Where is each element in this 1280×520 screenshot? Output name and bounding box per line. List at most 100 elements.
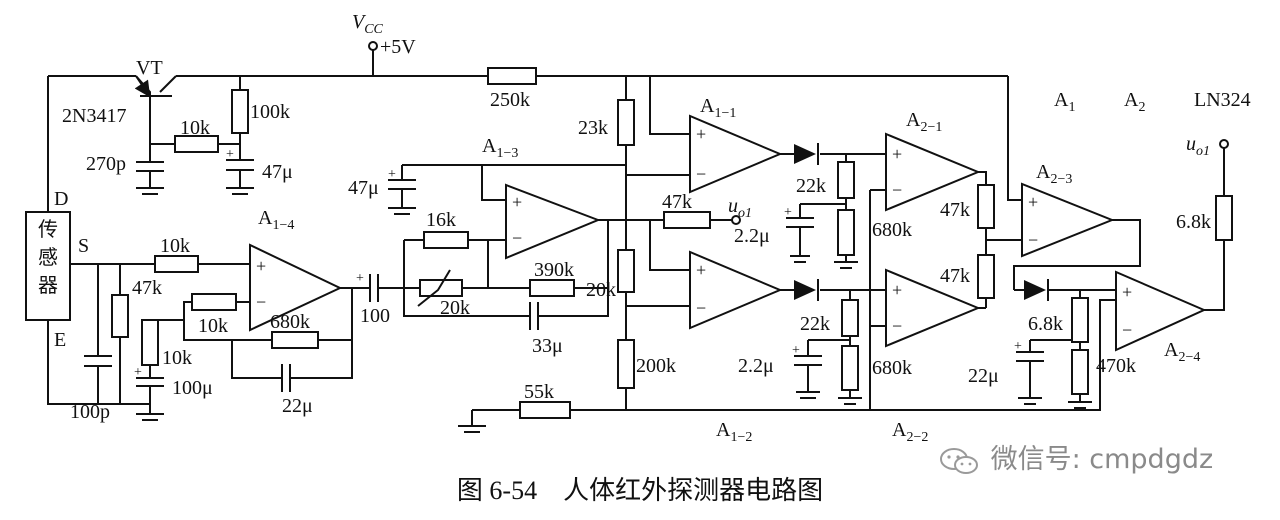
resistor-16k	[423, 231, 469, 249]
label-r-6k8-out: 6.8k	[1176, 211, 1211, 233]
label-r-16k: 16k	[426, 209, 456, 231]
capacitor-33u	[529, 302, 546, 330]
resistor-55k	[519, 401, 571, 419]
label-a2-4: A2−4	[1164, 339, 1200, 365]
ground-icon	[136, 187, 164, 195]
label-c-33u: 33μ	[532, 335, 563, 357]
label-r-680k-1: 680k	[872, 219, 912, 241]
ground-icon	[790, 255, 810, 263]
label-c-47u-left: 47μ	[348, 177, 379, 199]
resistor-680k-2	[841, 345, 859, 391]
resistor-47k-a	[977, 184, 995, 229]
watermark-text: 微信号: cmpdgdz	[990, 444, 1214, 475]
resistors	[111, 67, 1233, 419]
transistor-name: VT	[136, 57, 163, 79]
resistor-680k-1	[837, 209, 855, 256]
resistor-10k-sensor	[154, 255, 199, 273]
capacitor-22u-out	[1016, 351, 1044, 370]
sensor-pin-s: S	[78, 235, 89, 257]
label-c-22u-fb: 22μ	[282, 395, 313, 417]
uo1-label-mid: uo1	[728, 195, 752, 221]
ground-icon	[1068, 401, 1092, 409]
resistor-100k	[231, 89, 249, 134]
capacitor-2u2-1	[786, 217, 814, 236]
label-r-22k-2: 22k	[800, 313, 830, 335]
uo1-terminal-out	[1219, 139, 1229, 149]
ground-icon	[838, 397, 862, 405]
sensor-pin-d: D	[54, 188, 68, 210]
resistor-47k-b	[977, 254, 995, 299]
vcc-label: VCC	[352, 11, 384, 37]
svg-text:+: +	[388, 167, 396, 182]
svg-text:−: −	[256, 292, 266, 312]
opamp-a1-1	[689, 114, 783, 194]
opamp-a2-1	[885, 132, 981, 212]
svg-text:−: −	[696, 298, 706, 318]
resistor-390k	[529, 279, 575, 297]
svg-text:−: −	[512, 228, 522, 248]
diodes	[794, 143, 1049, 301]
resistor-10k-top	[174, 135, 219, 153]
ground-icon	[834, 261, 858, 269]
svg-text:+: +	[892, 144, 902, 164]
resistor-10k-feedback	[191, 293, 237, 311]
vcc-voltage: +5V	[380, 36, 416, 58]
label-r-22k-1: 22k	[796, 175, 826, 197]
label-a2-1: A2−1	[906, 109, 942, 135]
label-c-100p: 100p	[70, 401, 110, 423]
svg-text:+: +	[784, 205, 792, 220]
diode-icon	[794, 280, 816, 300]
capacitor-2u2-2	[794, 355, 822, 374]
capacitor-270p	[136, 161, 164, 180]
label-a2-3: A2−3	[1036, 161, 1072, 187]
capacitor-100	[369, 274, 384, 302]
wechat-icon	[940, 447, 978, 474]
svg-text:+: +	[256, 256, 266, 276]
transistor-vt	[134, 75, 172, 98]
label-a1-4: A1−4	[258, 207, 294, 233]
resistor-6k8-out	[1215, 195, 1233, 241]
grounds	[136, 187, 1092, 433]
sensor-box	[25, 211, 71, 321]
ground-icon	[1018, 397, 1042, 405]
potentiometer-20k	[419, 279, 463, 297]
svg-text:+: +	[1014, 339, 1022, 354]
sensor: 传 感 器	[25, 211, 86, 321]
capacitor-22u-feedback	[281, 364, 298, 392]
label-a1-1: A1−1	[700, 95, 736, 121]
watermark: 微信号: cmpdgdz	[938, 437, 1213, 476]
resistor-6k8-mid	[1071, 297, 1089, 343]
label-a1-2: A1−2	[716, 419, 752, 445]
label-r-6k8-mid: 6.8k	[1028, 313, 1063, 335]
label-c-22u-out: 22μ	[968, 365, 999, 387]
resistor-200k	[617, 339, 635, 389]
opamp-a1-4	[249, 243, 343, 332]
label-r-200k: 200k	[636, 355, 676, 377]
capacitor-100p	[84, 355, 112, 374]
svg-text:+: +	[134, 365, 142, 380]
ground-icon	[388, 207, 416, 215]
label-r-10k-gnd: 10k	[162, 347, 192, 369]
label-c-47u-top: 47μ	[262, 161, 293, 183]
opamp-a2-4	[1115, 270, 1207, 352]
label-r-47k-a: 47k	[940, 199, 970, 221]
label-c-100u: 100μ	[172, 377, 213, 399]
resistor-680k-feedback	[271, 331, 319, 349]
label-r-10k-s: 10k	[160, 235, 190, 257]
diode-icon	[794, 144, 816, 164]
svg-text:−: −	[1122, 320, 1132, 340]
resistor-22k-1	[837, 161, 855, 199]
label-c-100: 100	[360, 305, 390, 327]
opamp-a2-3	[1021, 182, 1115, 258]
svg-text:−: −	[892, 316, 902, 336]
label-c-2u2-2: 2.2μ	[738, 355, 774, 377]
svg-text:+: +	[512, 192, 522, 212]
label-r-250k: 250k	[490, 89, 530, 111]
figure-caption: 图 6-54 人体红外探测器电路图	[456, 476, 824, 505]
label-a1-3: A1−3	[482, 135, 518, 161]
ground-icon	[136, 413, 164, 421]
label-c-2u2-1: 2.2μ	[734, 225, 770, 247]
uo1-label-out: uo1	[1186, 133, 1210, 159]
diode-icon	[1024, 280, 1046, 300]
